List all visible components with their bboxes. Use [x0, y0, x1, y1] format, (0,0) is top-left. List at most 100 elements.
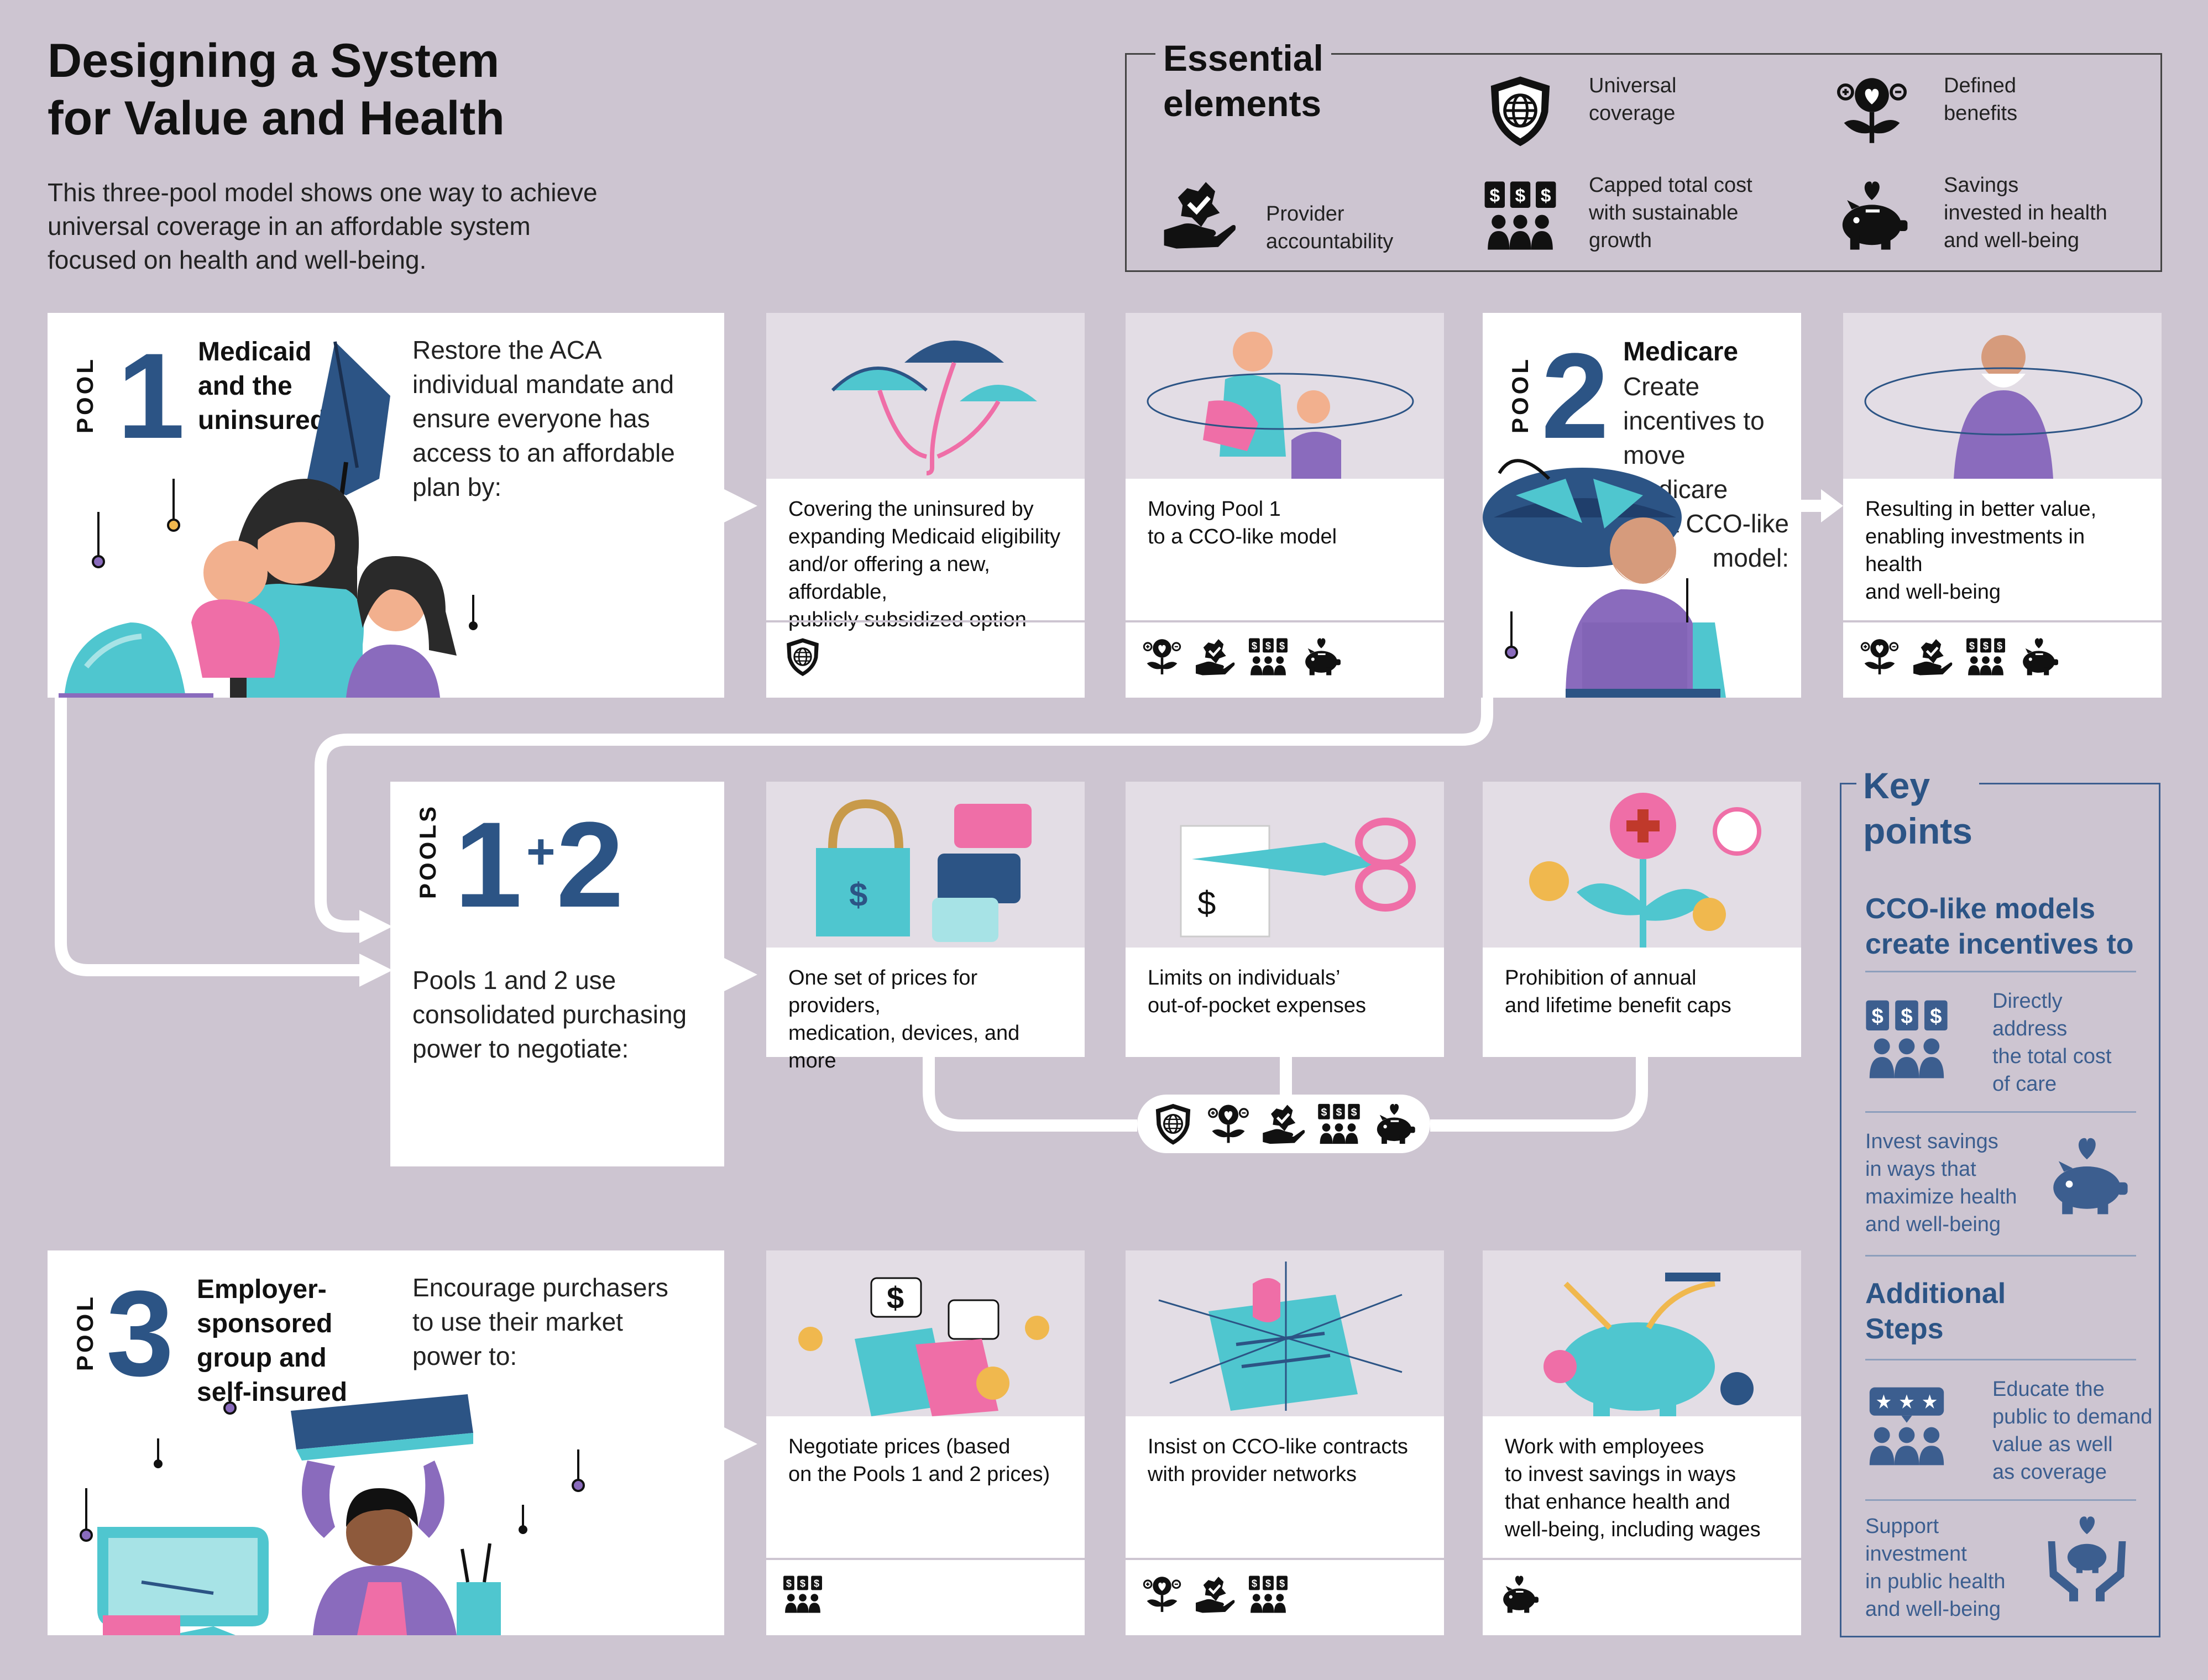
key-point-invest-savings: Invest savings in ways that maximize hea… — [1865, 1128, 2017, 1238]
card-text: Limits on individuals’out-of-pocket expe… — [1148, 964, 1427, 1019]
arrow-head — [724, 958, 757, 991]
senior-umbrella-illustration — [1483, 459, 1726, 698]
essential-item-capped-total-cost: Capped total cost with sustainable growt… — [1482, 171, 1791, 260]
pool2-desc-line: incentives to — [1623, 406, 1765, 435]
arrow-head — [359, 954, 393, 987]
key-point-support-investment: Support investment in public health and … — [1865, 1512, 2006, 1623]
card-text: One set of prices for providers,medicati… — [788, 964, 1068, 1075]
card-text-line: to invest savings in ways — [1505, 1463, 1736, 1486]
essential-elements-box — [1125, 53, 2162, 272]
pool1-number: 1 — [117, 328, 185, 464]
svg-text:$: $ — [887, 1280, 904, 1315]
card-illustration — [1483, 1250, 1801, 1416]
arrow-head — [1821, 489, 1843, 522]
pool2-desc-line: Create — [1623, 372, 1700, 401]
flower-heart-icon — [1859, 636, 1901, 678]
kp-text-line: as coverage — [1992, 1461, 2107, 1484]
pool3-number: 3 — [106, 1265, 174, 1401]
divider — [1865, 1255, 2136, 1257]
divider — [1865, 1499, 2136, 1501]
people-rating-icon — [1869, 1387, 1944, 1466]
card-divider — [1483, 1558, 1801, 1560]
hand-check-icon — [1194, 636, 1236, 678]
card-text-line: enabling investments in health — [1865, 525, 2085, 576]
card-text-line: on the Pools 1 and 2 prices) — [788, 1463, 1050, 1486]
card-illustration — [766, 313, 1085, 479]
ess-text: invested in health — [1944, 201, 2107, 224]
card-divider — [1126, 620, 1444, 622]
pool3-description: Encourage purchasers to use their market… — [412, 1270, 668, 1373]
pool3-desc-line: Encourage purchasers — [412, 1273, 668, 1302]
ess-text: with sustainable — [1589, 201, 1739, 224]
page-title: Designing a System for Value and Health — [48, 32, 600, 147]
title-line-2: for Value and Health — [48, 92, 505, 145]
pools12-label: POOLS — [415, 803, 441, 899]
flower-heart-icon — [1141, 1573, 1183, 1615]
pools12-number-right: 2 — [556, 797, 624, 933]
kp-text-line: and well-being — [1865, 1213, 2001, 1236]
card-text-line: Resulting in better value, — [1865, 498, 2097, 521]
hands-piggy-icon — [2048, 1516, 2126, 1602]
pool1-name-line: uninsured — [198, 406, 327, 435]
essential-elements-title: Essential elements — [1155, 35, 1331, 126]
essential-item-universal-coverage: Universal coverage — [1482, 72, 1758, 155]
piggy-bank-heart-icon — [2053, 1138, 2128, 1215]
pool2-name: Medicare — [1623, 335, 1738, 369]
essential-item-defined-benefits: Defined benefits — [1833, 72, 2110, 155]
card-element-icons — [1859, 636, 2060, 678]
key-points-heading-additional: Additional Steps — [1865, 1276, 2006, 1347]
pool1-name: Medicaid and the uninsured — [198, 335, 326, 438]
card-text-line: One set of prices for providers, — [788, 966, 978, 1017]
card-illustration: $ — [766, 1250, 1085, 1416]
kp-text-line: in ways that — [1865, 1158, 1976, 1181]
piggy-bank-heart-icon — [1372, 1101, 1417, 1147]
piggy-bank-heart-icon — [1300, 636, 1342, 678]
pool3-name-line: Employer- — [197, 1275, 327, 1304]
ess-text: growth — [1589, 229, 1652, 252]
pools12-card: POOLS 1 + 2 Pools 1 and 2 use consolidat… — [390, 782, 724, 1166]
ess-text: Defined — [1944, 74, 2016, 97]
page-subtitle: This three-pool model shows one way to a… — [48, 178, 598, 274]
ess-text: accountability — [1266, 230, 1394, 253]
shield-globe-icon — [1482, 72, 1559, 149]
pools12-number-left: 1 — [454, 797, 522, 933]
flower-heart-icon — [1833, 72, 1911, 149]
kp-text-line: in public health — [1865, 1570, 2006, 1593]
card-illustration-art — [1529, 793, 1761, 948]
card-text-line: with provider networks — [1148, 1463, 1357, 1486]
card-element-icons — [1141, 1573, 1289, 1615]
card-text-line: that enhance health and — [1505, 1490, 1730, 1514]
family-umbrella-illustration — [59, 341, 478, 698]
pool1-desc-line: access to an affordable — [412, 438, 675, 467]
essential-title-line-1: Essential — [1163, 38, 1323, 78]
essential-title-line-2: elements — [1163, 83, 1322, 124]
card-divider — [766, 620, 1085, 622]
card-text-line: Prohibition of annual — [1505, 966, 1697, 990]
people-dollar-icon — [782, 1573, 824, 1615]
card-text-line: out-of-pocket expenses — [1148, 994, 1367, 1017]
pool1-name-line: Medicaid — [198, 337, 312, 367]
pool3-name: Employer- sponsored group and self-insur… — [197, 1273, 347, 1410]
ess-text: benefits — [1944, 102, 2018, 125]
key-points-title: Key points — [1856, 763, 1979, 854]
worker-laptop-illustration — [80, 1383, 585, 1635]
connector-pool2-to-pools12 — [315, 698, 1493, 933]
card-text-line: to a CCO-like model — [1148, 525, 1337, 548]
divider — [1865, 971, 2136, 972]
card-text: Resulting in better value, enabling inves… — [1865, 495, 2145, 606]
key-point-direct-cost: Directly address the total cost of care — [1992, 987, 2111, 1098]
kp-text-line: public to demand — [1992, 1405, 2153, 1428]
ess-text: and well-being — [1944, 229, 2080, 252]
card-illustration-art — [831, 341, 1037, 475]
svg-text:$: $ — [1197, 885, 1216, 922]
card-illustration — [1843, 313, 2162, 479]
info-card-c5: $ Limits on individuals’out-of-pocket exp… — [1126, 782, 1444, 1057]
card-element-icons — [782, 1573, 824, 1615]
people-dollar-icon — [1965, 636, 2007, 678]
card-illustration-art: $ — [798, 1277, 1049, 1416]
